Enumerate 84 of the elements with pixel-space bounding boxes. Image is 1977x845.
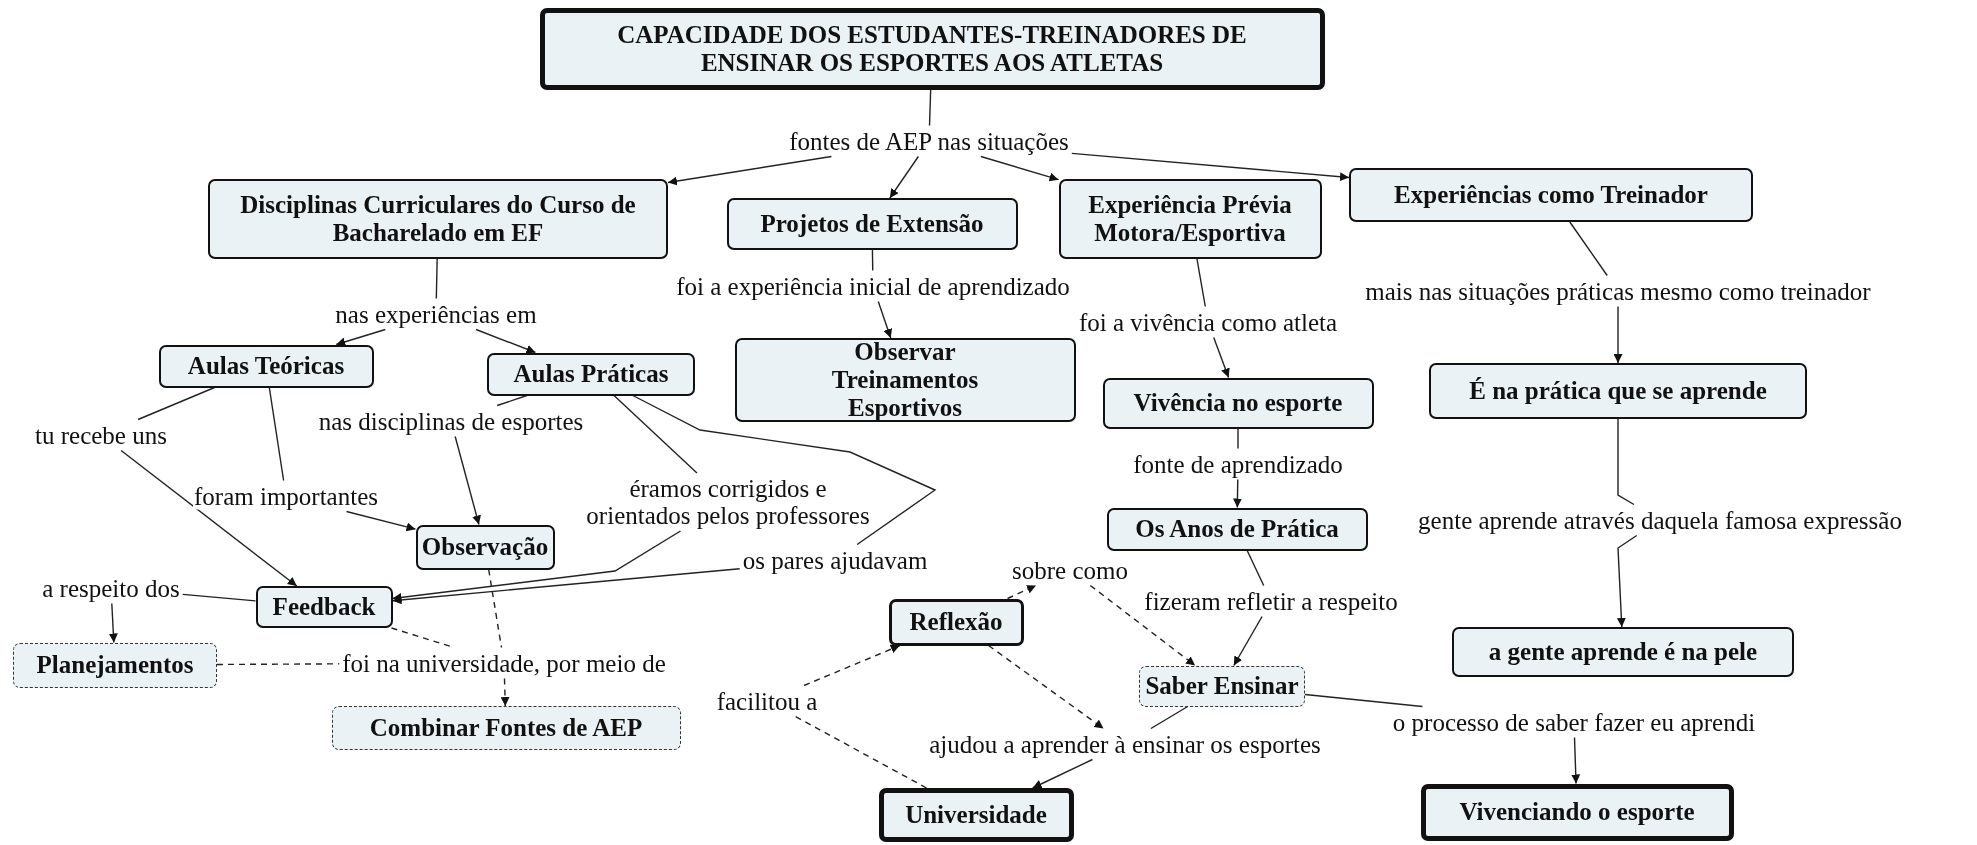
concept-box <box>415 524 555 570</box>
connector <box>1196 258 1206 308</box>
connector <box>1150 705 1189 730</box>
concept-text: a gente aprende é na pele <box>1488 638 1758 666</box>
concept-box <box>1420 783 1734 841</box>
concept-box <box>726 198 1018 250</box>
concept-text: Aulas Práticas <box>513 360 669 388</box>
connector <box>794 715 928 789</box>
concept-text: Os Anos de Prática <box>1135 515 1339 543</box>
concept-box <box>734 338 1076 422</box>
concept-text: Saber Ensinar <box>1145 672 1299 700</box>
concept-text: Combinar Fontes de AEP <box>369 714 643 742</box>
concept-box <box>1106 507 1368 551</box>
connector <box>120 449 298 587</box>
concept-box <box>878 788 1074 842</box>
connector <box>496 394 528 407</box>
concept-text: É na prática que se aprende <box>1469 377 1767 405</box>
connector <box>1571 736 1581 785</box>
concept-text: Observar Treinamentos Esportivos <box>830 338 980 422</box>
connector <box>488 568 503 649</box>
concept-text: Vivência no esporte <box>1133 389 1343 417</box>
concept-box <box>331 706 681 750</box>
connector <box>1213 336 1230 379</box>
connector <box>1569 221 1608 277</box>
connector <box>454 435 481 526</box>
connector <box>613 394 698 474</box>
connector <box>889 155 920 199</box>
connector <box>1617 418 1635 506</box>
connector <box>1031 758 1094 789</box>
connector <box>987 644 1105 730</box>
connector <box>877 300 893 339</box>
connector <box>980 155 1060 182</box>
connector <box>182 593 257 602</box>
concept-box <box>487 352 695 396</box>
concept-text: Vivenciando o esporte <box>1459 798 1695 826</box>
connector <box>137 386 216 421</box>
connector <box>435 258 438 300</box>
concept-box <box>888 598 1024 646</box>
connector <box>1233 615 1263 667</box>
connector <box>1071 152 1350 182</box>
connector <box>1246 549 1265 587</box>
concept-box <box>539 8 1325 90</box>
connector <box>391 568 741 605</box>
connector <box>216 663 340 666</box>
concept-box <box>13 642 217 688</box>
connector <box>345 510 417 532</box>
concept-text: CAPACIDADE DOS ESTUDANTES-TREINADORES DE ENSINAR OS ESPORTES AOS ATLETAS <box>616 21 1248 77</box>
concept-box <box>1429 363 1807 419</box>
concept-text: Experiências como Treinador <box>1394 181 1708 209</box>
connector <box>1089 584 1196 667</box>
concept-text: Experiência Prévia Motora/Esportiva <box>1087 191 1293 247</box>
concept-box <box>1349 168 1753 222</box>
concept-text: Projetos de Extensão <box>760 210 984 238</box>
connector <box>928 89 932 127</box>
concept-box <box>1452 627 1794 677</box>
concept-box <box>158 344 374 388</box>
connector <box>803 644 901 687</box>
connector <box>1613 305 1623 364</box>
connector <box>500 677 510 707</box>
concept-box <box>1139 665 1305 707</box>
concept-box <box>1058 179 1322 259</box>
concept-text: Universidade <box>905 801 1047 829</box>
concept-text: Observação <box>421 533 549 561</box>
connector <box>335 328 387 347</box>
connector <box>1304 693 1424 708</box>
connector <box>391 530 682 602</box>
connector <box>268 386 285 482</box>
concept-box <box>255 586 393 628</box>
connector <box>667 155 833 186</box>
concept-text: Aulas Teóricas <box>187 352 345 380</box>
connector <box>1232 478 1242 509</box>
connector <box>1237 427 1239 450</box>
connector <box>632 394 937 546</box>
connector <box>475 328 537 354</box>
concept-text: Reflexão <box>909 608 1003 636</box>
concept-text: Feedback <box>272 593 376 621</box>
concept-text: Planejamentos <box>36 651 194 679</box>
concept-box <box>1102 377 1374 429</box>
connector <box>1616 534 1638 628</box>
concept-box <box>208 179 668 259</box>
connector <box>108 602 118 644</box>
connector <box>1006 584 1037 600</box>
connector <box>871 249 874 272</box>
concept-text: Disciplinas Curriculares do Curso de Bacharelado em EF <box>239 191 637 247</box>
